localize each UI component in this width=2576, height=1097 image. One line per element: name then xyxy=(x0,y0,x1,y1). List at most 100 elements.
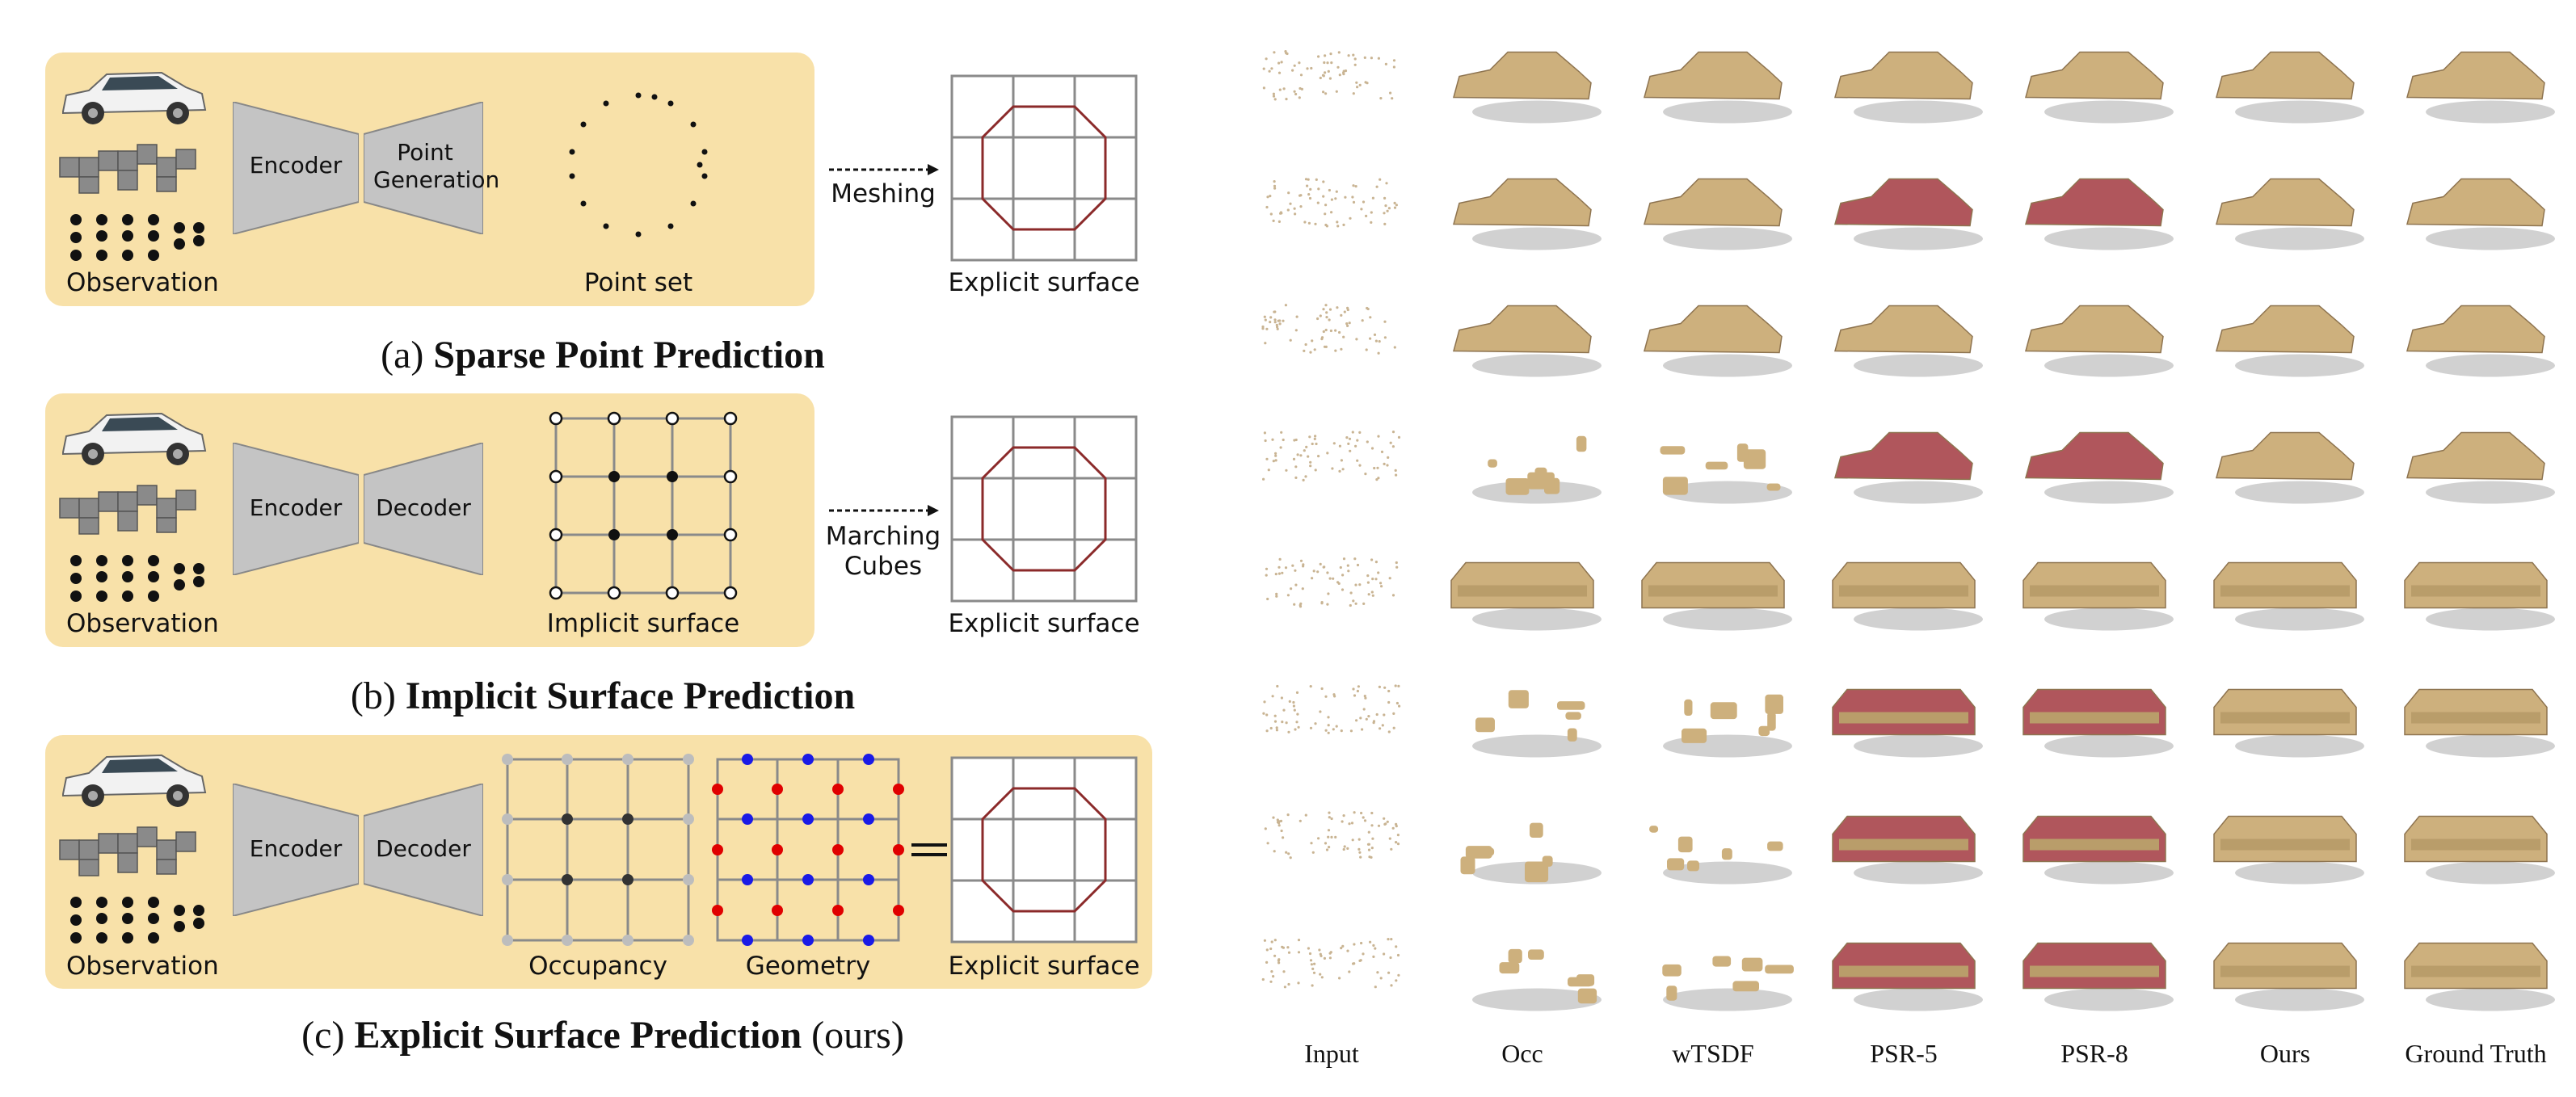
thumb-r4-c5 xyxy=(2213,561,2364,631)
thumb-r6-c6 xyxy=(2404,815,2555,885)
encoder-label: Encoder xyxy=(249,494,343,521)
thumb-r3-c0 xyxy=(1262,431,1401,482)
observation-label: Observation xyxy=(66,952,219,981)
thumb-r4-c2 xyxy=(1641,561,1792,631)
thumb-r7-c6 xyxy=(2404,942,2555,1011)
thumb-r5-c5 xyxy=(2213,688,2364,758)
meshing-label: Meshing xyxy=(831,179,936,208)
thumb-r0-c2 xyxy=(1644,51,1792,124)
encoder-trapezoid xyxy=(233,443,359,575)
generator-label: Point Generation xyxy=(373,139,500,193)
thumb-r6-c2 xyxy=(1649,826,1792,885)
column-label-occ: Occ xyxy=(1501,1039,1543,1068)
explicit-surface-label-c: Explicit surface xyxy=(948,952,1140,981)
decoder-trapezoid xyxy=(364,443,483,575)
thumb-r2-c3 xyxy=(1834,305,1983,377)
column-label-input: Input xyxy=(1304,1039,1359,1068)
thumb-r4-c0 xyxy=(1265,557,1399,608)
geometry-label: Geometry xyxy=(745,952,871,981)
thumb-r7-c1 xyxy=(1472,948,1602,1011)
caption-b: (b) Implicit Surface Prediction xyxy=(350,675,856,717)
thumb-r0-c3 xyxy=(1834,51,1983,124)
car-thumbnail xyxy=(62,71,207,124)
encoder-trapezoid xyxy=(233,784,359,916)
thumb-r2-c6 xyxy=(2406,305,2555,377)
voxel-thumbnail xyxy=(59,485,196,535)
thumb-r1-c3 xyxy=(1834,178,1983,250)
thumb-r2-c0 xyxy=(1261,304,1396,355)
marching-cubes-label: Marching Cubes xyxy=(825,522,941,582)
occupancy-grid xyxy=(502,754,694,946)
voxel-thumbnail xyxy=(59,144,196,194)
sparse-points-thumbnail xyxy=(70,897,204,944)
thumb-r3-c6 xyxy=(2406,431,2555,504)
point-set-circle xyxy=(569,92,708,237)
thumb-r5-c3 xyxy=(1832,688,1983,758)
thumb-r1-c4 xyxy=(2025,178,2174,250)
meshing-arrow xyxy=(829,164,939,175)
thumb-r7-c3 xyxy=(1832,942,1983,1011)
caption-a: (a) Sparse Point Prediction xyxy=(381,334,825,376)
thumb-r7-c2 xyxy=(1662,956,1794,1011)
column-label-psr8: PSR-8 xyxy=(2060,1039,2128,1068)
thumb-r6-c4 xyxy=(2022,815,2174,885)
thumb-r3-c4 xyxy=(2025,431,2174,504)
thumb-r7-c0 xyxy=(1261,938,1400,989)
implicit-surface-label: Implicit surface xyxy=(546,609,740,638)
equals-sign-lower xyxy=(911,853,947,856)
encoder-trapezoid xyxy=(233,102,359,234)
thumb-r2-c4 xyxy=(2025,305,2174,377)
column-label-psr5: PSR-5 xyxy=(1870,1039,1938,1068)
decoder-label: Decoder xyxy=(376,494,471,521)
thumb-r3-c1 xyxy=(1472,435,1602,504)
sparse-points-thumbnail xyxy=(70,214,204,261)
decoder-trapezoid xyxy=(364,784,483,916)
column-label-ours: Ours xyxy=(2259,1039,2311,1068)
decoder-label: Decoder xyxy=(376,835,471,862)
encoder-label: Encoder xyxy=(249,152,343,179)
explicit-surface-grid-b xyxy=(950,415,1138,603)
geometry-grid xyxy=(712,754,904,946)
explicit-surface-label-a: Explicit surface xyxy=(948,268,1140,297)
thumb-r7-c4 xyxy=(2022,942,2174,1011)
explicit-surface-grid-c xyxy=(950,756,1138,944)
thumb-r7-c5 xyxy=(2213,942,2364,1011)
thumb-r5-c6 xyxy=(2404,688,2555,758)
thumb-r1-c1 xyxy=(1453,178,1602,250)
thumb-r3-c3 xyxy=(1834,431,1983,504)
thumb-r5-c1 xyxy=(1472,690,1602,758)
thumb-r0-c0 xyxy=(1262,50,1396,101)
car-thumbnail xyxy=(62,412,207,465)
thumb-r5-c4 xyxy=(2022,688,2174,758)
thumb-r4-c4 xyxy=(2022,561,2174,631)
thumb-r1-c0 xyxy=(1265,178,1398,228)
thumb-r0-c4 xyxy=(2025,51,2174,124)
thumb-r6-c3 xyxy=(1832,815,1983,885)
explicit-surface-grid-a xyxy=(950,74,1138,262)
thumb-r3-c5 xyxy=(2216,431,2364,504)
thumb-r0-c5 xyxy=(2216,51,2364,124)
occupancy-label: Occupancy xyxy=(528,952,667,981)
thumb-r1-c6 xyxy=(2406,178,2555,250)
car-thumbnail xyxy=(62,754,207,807)
thumb-r2-c5 xyxy=(2216,305,2364,377)
caption-c: (c) Explicit Surface Prediction (ours) xyxy=(301,1014,904,1057)
comparison-grid xyxy=(1261,50,2555,1011)
observation-label: Observation xyxy=(66,268,219,297)
point-set-label: Point set xyxy=(583,268,693,297)
thumb-r4-c3 xyxy=(1832,561,1983,631)
thumb-r2-c1 xyxy=(1453,305,1602,377)
sparse-points-thumbnail xyxy=(70,555,204,602)
observation-label: Observation xyxy=(66,609,219,638)
column-label-wtsdf: wTSDF xyxy=(1672,1039,1754,1068)
thumb-r5-c0 xyxy=(1262,684,1401,734)
generator-trapezoid xyxy=(364,102,483,234)
encoder-label: Encoder xyxy=(249,835,343,862)
equals-sign xyxy=(911,843,947,847)
thumb-r3-c2 xyxy=(1660,443,1792,504)
thumb-r4-c6 xyxy=(2404,561,2555,631)
implicit-surface-grid xyxy=(549,411,738,600)
thumb-r6-c0 xyxy=(1264,811,1400,860)
voxel-thumbnail xyxy=(59,826,196,876)
thumb-r6-c5 xyxy=(2213,815,2364,885)
